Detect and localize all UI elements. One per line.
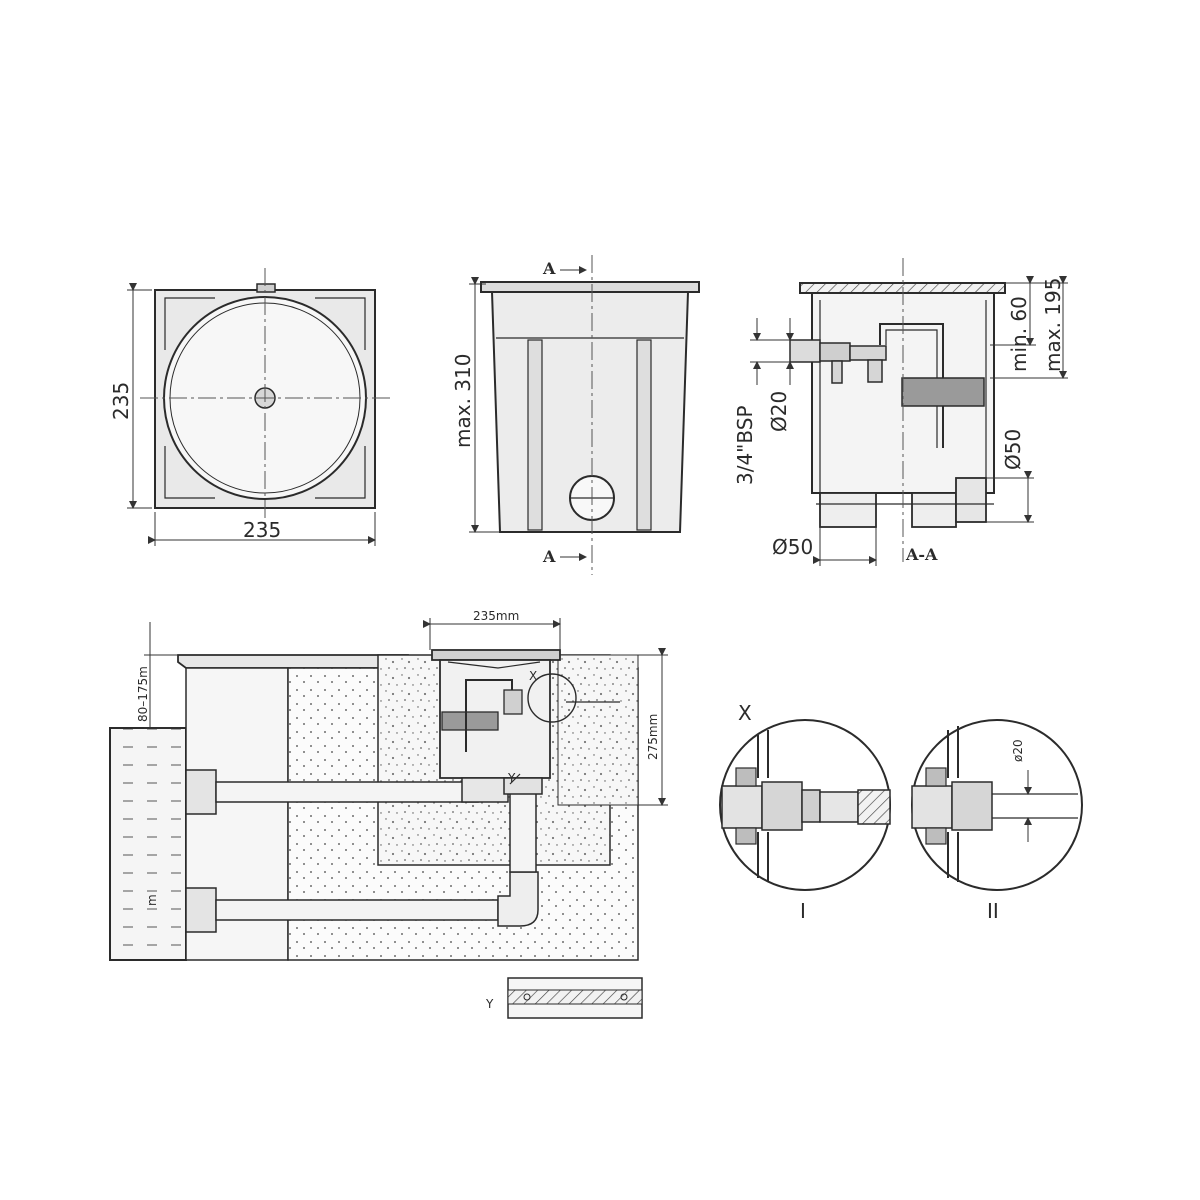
- section-float: [901, 377, 985, 407]
- pool-water: [109, 727, 187, 961]
- installation-pool-mark: m: [145, 894, 159, 906]
- top-view-tab: [256, 283, 276, 293]
- installation-depth: 275mm: [646, 714, 660, 760]
- side-view: [469, 255, 700, 575]
- skimmer-float: [441, 711, 499, 731]
- top-view: [127, 268, 390, 546]
- installation-y-marker: Y: [507, 771, 516, 785]
- installation-diagram: [109, 618, 668, 961]
- detail-x-d20-label: ø20: [1011, 739, 1025, 762]
- detail-x-variant-2-label: II: [987, 899, 999, 923]
- side-view-section-top: A: [542, 259, 556, 278]
- detail-x-variant-2: [911, 719, 1083, 891]
- section-d50-bottom-label: Ø50: [772, 535, 813, 559]
- detail-y: [507, 977, 643, 1019]
- installation-top-width: 235mm: [473, 609, 519, 623]
- detail-y-label: Y: [485, 997, 494, 1011]
- section-bsp-label: 3/4"BSP: [733, 405, 757, 485]
- detail-x-variant-1-label: I: [800, 899, 806, 923]
- detail-x-variant-1: [719, 719, 891, 891]
- side-view-height-label: max. 310: [451, 354, 475, 448]
- suction-pipe-lower: [215, 899, 499, 921]
- detail-x-title: X: [738, 701, 752, 725]
- suction-pipe-upper: [215, 781, 479, 803]
- section-name: A-A: [905, 545, 938, 564]
- section-max-label: max. 195: [1041, 278, 1065, 372]
- skimmer-lid: [431, 649, 561, 661]
- top-view-width-label: 235: [243, 518, 281, 542]
- section-d50-right-label: Ø50: [1001, 429, 1025, 470]
- section-view: [750, 258, 1068, 566]
- pool-coping: [177, 654, 409, 669]
- side-view-section-bottom: A: [542, 547, 556, 566]
- installation-x-marker: X: [529, 669, 537, 683]
- top-view-height-label: 235: [109, 382, 133, 420]
- section-min-label: min. 60: [1007, 296, 1031, 372]
- section-d20-label: Ø20: [767, 391, 791, 432]
- installation-water-level: 80–175m: [136, 666, 150, 722]
- side-view-flange: [480, 281, 700, 293]
- detail-x-circle: [527, 673, 577, 723]
